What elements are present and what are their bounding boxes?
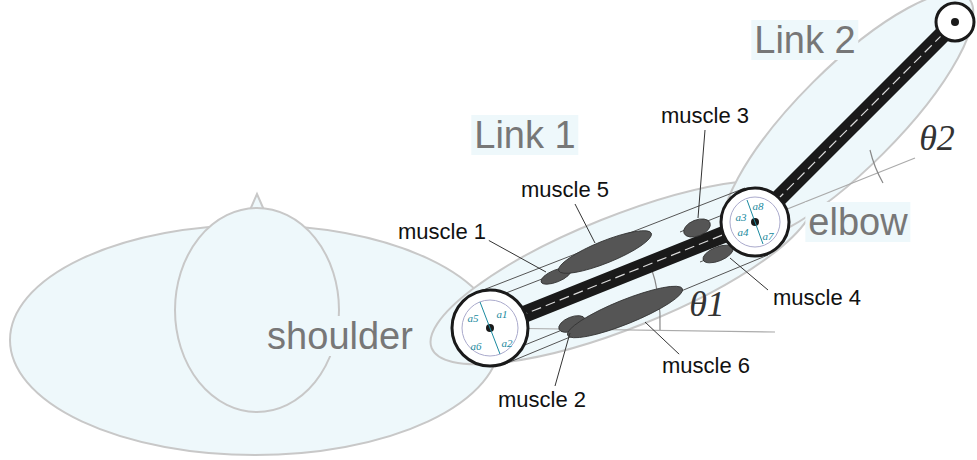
muscle-label: muscle 6 [659, 354, 753, 378]
moment-arm-label: a5 [468, 313, 479, 324]
muscle-label: muscle 2 [495, 388, 589, 412]
moment-arm-label: a1 [497, 309, 508, 320]
moment-arm-label: a6 [471, 341, 482, 352]
muscle-label: muscle 5 [518, 178, 612, 202]
angle-arc [870, 150, 883, 183]
moment-arm-label: a7 [763, 231, 774, 242]
pulley [462, 300, 518, 356]
muscle-label: muscle 1 [395, 220, 489, 244]
muscle-label: muscle 4 [770, 286, 864, 310]
shoulder-joint [452, 290, 528, 366]
part-name: Link 2 [751, 20, 858, 60]
elbow-joint [721, 188, 789, 256]
muscle-label: muscle 3 [658, 104, 752, 128]
part-name: elbow [805, 202, 910, 242]
part-name: shoulder [264, 316, 416, 356]
part-name: Link 1 [471, 115, 578, 155]
angle-label: θ1 [686, 285, 728, 323]
moment-arm-label: a4 [738, 227, 749, 238]
reference-line [490, 328, 775, 332]
moment-arm-label: a8 [753, 201, 764, 212]
leader-lines [488, 130, 768, 386]
pulley [730, 197, 780, 247]
moment-arms [480, 200, 763, 354]
hand-joint [936, 3, 974, 41]
link2-envelope [692, 0, 977, 274]
moment-arm-label: a3 [736, 212, 747, 223]
moment-arm-label: a2 [502, 338, 513, 349]
joint-center [951, 18, 959, 26]
angle-label: θ2 [916, 119, 958, 157]
head [175, 208, 339, 412]
muscles [539, 215, 736, 346]
